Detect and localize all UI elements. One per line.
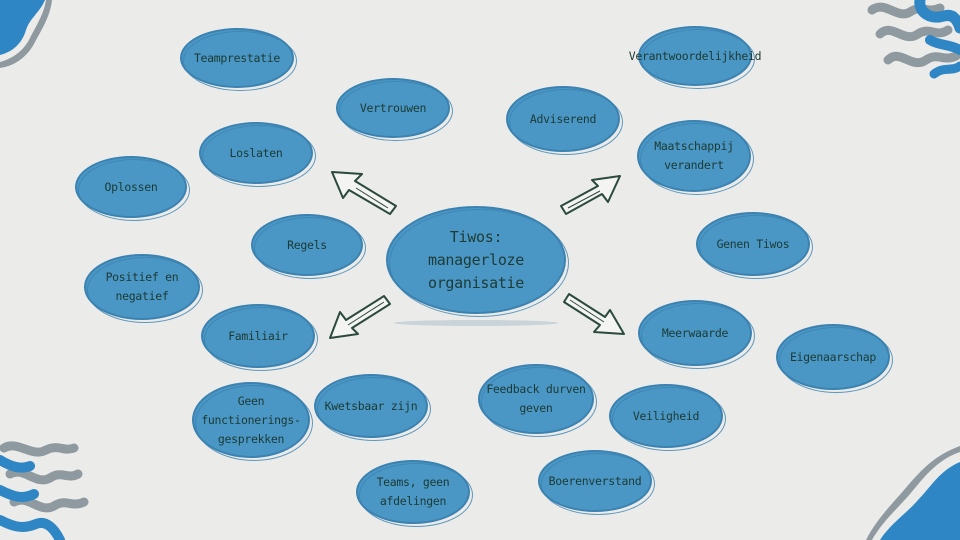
bubble-geen-functioneringsgesprekken: Geen functionerings- gesprekken [192,382,313,461]
bubble-label: Familiair [228,328,288,343]
center-topic-bubble: Tiwos: managerloze organisatie [386,206,569,317]
bubble-label: Positief en negatief [105,270,179,303]
bubble-label: Verantwoordelijkheid [628,48,762,63]
bubble-label: Teamprestatie [193,50,281,65]
wave-decoration-top-right [867,0,960,79]
bubble-regels: Regels [251,214,366,279]
bubble-teamprestatie: Teamprestatie [180,28,297,91]
bubble-kwetsbaar-zijn: Kwetsbaar zijn [314,374,431,441]
bubble-genen-tiwos: Genen Tiwos [696,212,813,279]
bubble-label: Oplossen [104,179,158,194]
bubble-positief-en-negatief: Positief en negatief [84,254,203,323]
bubble-label: Eigenaarschap [789,349,877,364]
bubble-label: Genen Tiwos [716,236,790,251]
bubble-label: Loslaten [229,145,283,160]
bubble-label: Teams, geen afdelingen [376,475,450,508]
bubble-label: Meerwaarde [661,325,729,340]
arrow-down-left-icon [329,295,391,339]
bubble-label: Veiligheid [632,408,700,423]
bubble-label: Feedback durven geven [486,382,586,415]
arrow-up-right-icon [560,175,621,215]
bubble-adviserend: Adviserend [506,86,623,155]
wave-decoration-bottom-right [880,462,960,540]
bubble-meerwaarde: Meerwaarde [638,300,755,369]
bubble-label: Regels [287,237,327,252]
bubble-label: Boerenverstand [548,473,642,488]
wave-decoration-top-left [0,0,45,55]
bubble-label: Adviserend [529,111,597,126]
bubble-vertrouwen: Vertrouwen [336,78,453,141]
bubble-veiligheid: Veiligheid [609,384,726,451]
bubble-familiair: Familiair [201,304,318,371]
wave-decoration-bottom-left [0,441,89,540]
bubble-loslaten: Loslaten [199,122,316,187]
center-topic-label: Tiwos: managerloze organisatie [427,227,525,292]
arrow-down-right-icon [563,293,625,335]
bubble-maatschappij-verandert: Maatschappij verandert [637,120,754,195]
bubble-label: Geen functionerings- gesprekken [201,393,301,446]
bubble-boerenverstand: Boerenverstand [538,450,655,515]
bubble-label: Kwetsbaar zijn [324,398,418,413]
bubble-teams-geen-afdelingen: Teams, geen afdelingen [356,460,473,527]
bubble-label: Vertrouwen [359,100,427,115]
bubble-eigenaarschap: Eigenaarschap [776,324,893,393]
bubble-oplossen: Oplossen [75,156,190,221]
bubble-label: Maatschappij verandert [654,139,734,172]
arrow-up-left-icon [331,171,397,215]
bubble-verantwoordelijkheid: Verantwoordelijkheid [629,26,762,89]
bubble-feedback-durven-geven: Feedback durven geven [478,364,597,437]
